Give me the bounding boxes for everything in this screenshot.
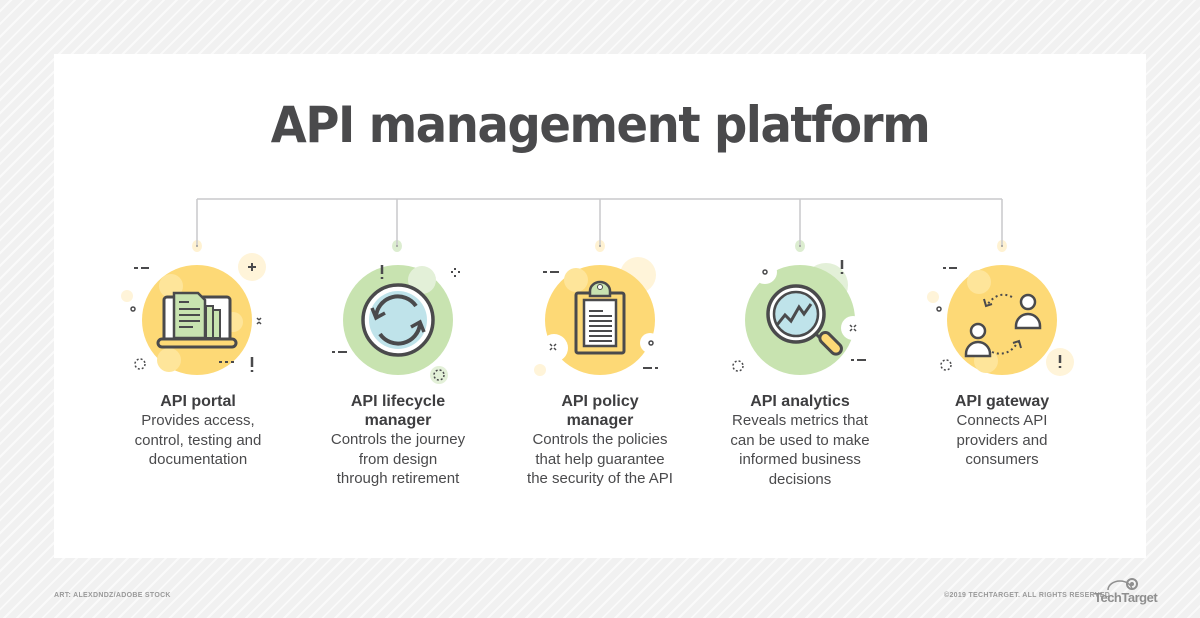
item-name: API analytics [750, 393, 850, 410]
item-desc-line: decisions [768, 470, 832, 488]
item-desc-line: control, testing and [134, 431, 262, 449]
users-exchange-icon [927, 265, 1074, 376]
item-desc-line: can be used to make [730, 431, 870, 449]
item-desc-line: documentation [148, 451, 248, 468]
item-label: API analytics Reveals metrics that can b… [700, 392, 900, 489]
item-desc-line: providers and [956, 431, 1048, 449]
item-desc-line: informed business [739, 451, 861, 468]
connector-dot [599, 245, 601, 247]
magnifier-chart-icon [732, 260, 866, 375]
item-desc-line: through retirement [336, 470, 460, 487]
item-name: API gateway [954, 393, 1050, 410]
clipboard-icon [534, 257, 660, 376]
item-desc-line: the security of the API [527, 470, 673, 487]
connector-dot [799, 245, 801, 247]
item-desc-line: Reveals metrics that [732, 412, 868, 429]
item-desc-line: from design [358, 450, 438, 468]
item-desc-line: Controls the policies [532, 431, 668, 448]
item-name: manager [566, 412, 634, 429]
item-desc-line: Provides access, [141, 412, 255, 429]
item-desc-line: Controls the journey [330, 431, 466, 448]
item-label: API gateway Connects API providers and c… [902, 392, 1102, 470]
page-title: API management platform [270, 96, 931, 154]
connector-tree [192, 198, 1007, 252]
item-name: API policy [561, 393, 639, 410]
item-label: API portal Provides access, control, tes… [98, 392, 298, 470]
copyright: ©2019 TECHTARGET. ALL RIGHTS RESERVED [944, 592, 1111, 599]
item-desc-line: that help guarantee [535, 450, 665, 468]
connector-dot [1001, 245, 1003, 247]
laptop-documents-icon [121, 253, 266, 375]
techtarget-eye-icon [1107, 578, 1138, 591]
item-label: API lifecycle manager Controls the journ… [298, 392, 498, 489]
item-desc-line: consumers [965, 451, 1039, 468]
item-label: API policy manager Controls the policies… [500, 392, 700, 489]
connector-dot [196, 245, 198, 247]
item-name: API portal [160, 393, 236, 410]
connector-dot [396, 245, 398, 247]
item-desc-line: Connects API [956, 412, 1048, 429]
refresh-cycle-icon [332, 265, 460, 384]
art-credit: ART: ALEXDNDZ/ADOBE STOCK [54, 592, 171, 599]
techtarget-logo: TechTarget [1094, 590, 1158, 605]
item-name: API lifecycle [350, 393, 446, 410]
item-name: manager [364, 412, 432, 429]
